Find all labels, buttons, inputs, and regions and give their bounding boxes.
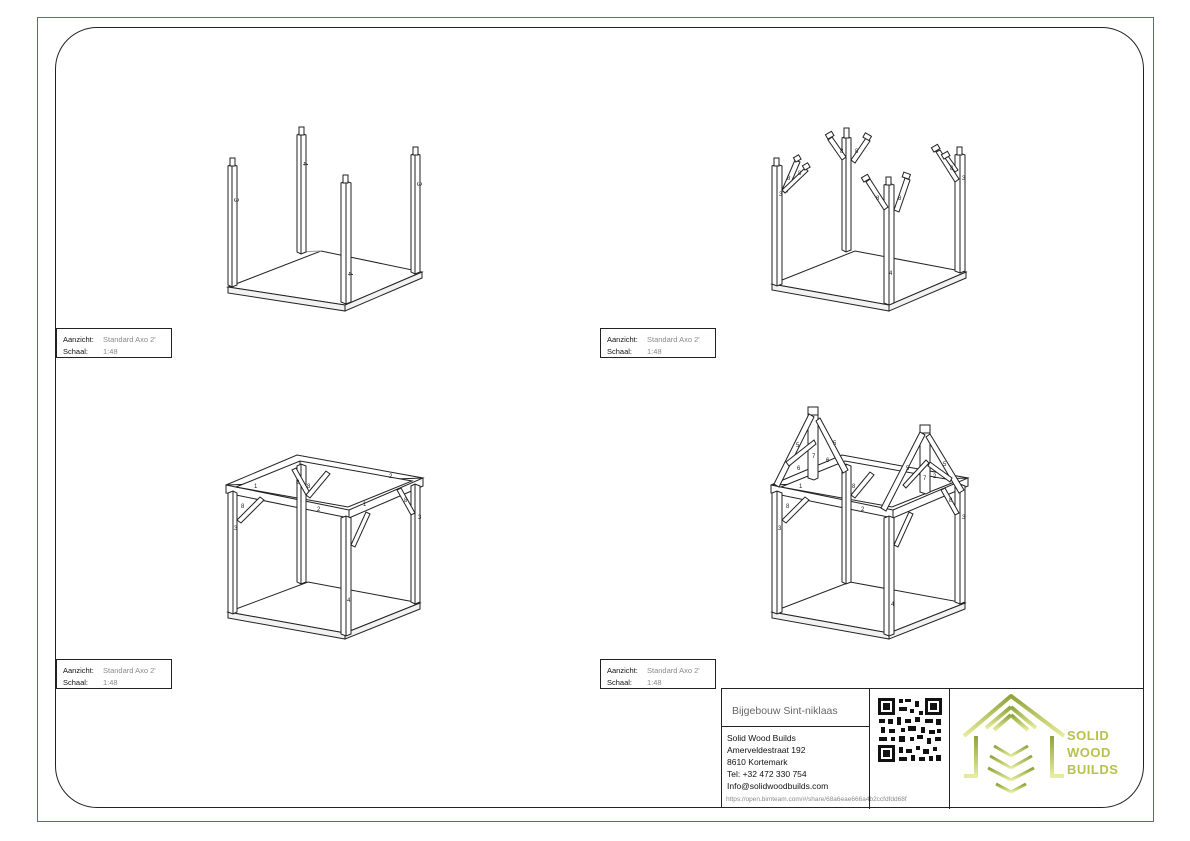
- post: [227, 157, 238, 288]
- company-street: Amerveldestraat 192: [727, 745, 806, 755]
- part-tag: 6: [826, 458, 830, 464]
- part-tag: 3: [234, 526, 238, 532]
- part-tag: 7: [923, 476, 927, 482]
- scale-key: Schaal:: [63, 678, 89, 687]
- part-tag: 1: [254, 484, 258, 490]
- part-tag: 4: [889, 271, 893, 277]
- view-2-part-tags: 3 8 8 8 8 8 8 8 3 4: [779, 149, 966, 277]
- qr-code-icon[interactable]: [875, 695, 955, 775]
- logo-cell: SOLID WOOD BUILDS: [949, 689, 1145, 809]
- post: [296, 126, 307, 255]
- part-tag: 3: [779, 192, 783, 198]
- part-tag: 8: [840, 149, 844, 155]
- part-tag: 1: [363, 502, 367, 508]
- part-tag: 8: [950, 166, 954, 172]
- view-4-part-tags: 5 5 7 6 6 5 5 7 1 2 2 8 8 8 3 3 4: [778, 441, 966, 608]
- part-tag: 6: [797, 466, 801, 472]
- brand-line: SOLID: [1067, 728, 1110, 743]
- part-tag: 8: [307, 484, 311, 490]
- view-2-posts-with-braces: [770, 127, 968, 312]
- part-tag: 8: [241, 504, 245, 510]
- house-tree-logo-icon: [962, 694, 1066, 800]
- company-phone: Tel: +32 472 330 754: [727, 769, 807, 779]
- view-1-part-tags: 3 4 4 3: [232, 162, 422, 276]
- view-value: Standard Axo 2': [647, 666, 700, 675]
- part-tag: 3: [962, 515, 966, 521]
- part-tag: 8: [876, 196, 880, 202]
- scale-value: 1:48: [647, 347, 662, 356]
- part-tag: 3: [778, 526, 782, 532]
- brand-line: BUILDS: [1067, 762, 1119, 777]
- part-tag: 2: [389, 474, 393, 480]
- view-label-1: Aanzicht: Standard Axo 2' Schaal: 1:48: [56, 328, 172, 358]
- part-tag: 8: [855, 149, 859, 155]
- scale-value: 1:48: [103, 678, 118, 687]
- project-cell: Bijgebouw Sint-niklaas: [722, 689, 869, 727]
- qr-cell: [869, 689, 949, 809]
- part-tag: 4: [347, 598, 351, 604]
- part-tag: 5: [906, 466, 910, 472]
- part-tag: 1: [799, 484, 803, 490]
- project-title: Bijgebouw Sint-niklaas: [732, 705, 838, 717]
- company-details: Solid Wood Builds Amerveldestraat 192 86…: [727, 732, 828, 792]
- part-tag: 4: [891, 602, 895, 608]
- scale-value: 1:48: [647, 678, 662, 687]
- view-key: Aanzicht:: [63, 335, 94, 344]
- brand-wordmark: SOLID WOOD BUILDS: [1067, 727, 1118, 778]
- part-tag: 3: [415, 182, 422, 186]
- part-tag: 3: [962, 176, 966, 182]
- part-tag: 8: [296, 480, 300, 486]
- share-link[interactable]: https://open.bimteam.com/#/share/68a6eae…: [726, 796, 907, 803]
- part-tag: 8: [404, 498, 408, 504]
- view-key: Aanzicht:: [607, 666, 638, 675]
- company-name: Solid Wood Builds: [727, 733, 796, 743]
- part-tag: 8: [786, 504, 790, 510]
- sheet-inner-border: [55, 27, 1144, 808]
- part-tag: 7: [812, 454, 816, 460]
- view-3-frame-with-beams: [225, 454, 425, 640]
- part-tag: 2: [933, 474, 937, 480]
- sheet-outer-border: [37, 17, 1154, 822]
- part-tag: 4: [301, 162, 308, 166]
- part-tag: 3: [418, 515, 422, 521]
- view-key: Aanzicht:: [607, 335, 638, 344]
- view-label-4: Aanzicht: Standard Axo 2' Schaal: 1:48: [600, 659, 716, 689]
- part-tag: 8: [898, 196, 902, 202]
- view-value: Standard Axo 2': [647, 335, 700, 344]
- part-tag: 2: [861, 507, 865, 513]
- scale-key: Schaal:: [607, 678, 633, 687]
- view-1-posts-only: [226, 126, 424, 312]
- part-tag: 8: [787, 176, 791, 182]
- view-label-3: Aanzicht: Standard Axo 2' Schaal: 1:48: [56, 659, 172, 689]
- view-value: Standard Axo 2': [103, 666, 156, 675]
- part-tag: 3: [232, 198, 239, 202]
- part-tag: 8: [852, 484, 856, 490]
- part-tag: 5: [796, 443, 800, 449]
- company-email[interactable]: Info@solidwoodbuilds.com: [727, 781, 829, 791]
- part-tag: 2: [317, 507, 321, 513]
- view-key: Aanzicht:: [63, 666, 94, 675]
- scale-key: Schaal:: [63, 347, 89, 356]
- view-3-part-tags: 1 2 2 1 8 8 8 8 3 3 4: [234, 474, 422, 604]
- part-tag: 5: [833, 441, 837, 447]
- part-tag: 8: [949, 498, 953, 504]
- brand-line: WOOD: [1067, 745, 1111, 760]
- part-tag: 8: [798, 171, 802, 177]
- scale-value: 1:48: [103, 347, 118, 356]
- view-value: Standard Axo 2': [103, 335, 156, 344]
- company-city: 8610 Kortemark: [727, 757, 788, 767]
- view-4-full-frame-with-trusses: [770, 406, 970, 640]
- view-label-2: Aanzicht: Standard Axo 2' Schaal: 1:48: [600, 328, 716, 358]
- part-tag: 5: [943, 462, 947, 468]
- title-block: Bijgebouw Sint-niklaas Solid Wood Builds…: [721, 688, 1145, 809]
- part-tag: 4: [346, 272, 353, 276]
- post: [340, 174, 352, 305]
- scale-key: Schaal:: [607, 347, 633, 356]
- post: [410, 146, 421, 275]
